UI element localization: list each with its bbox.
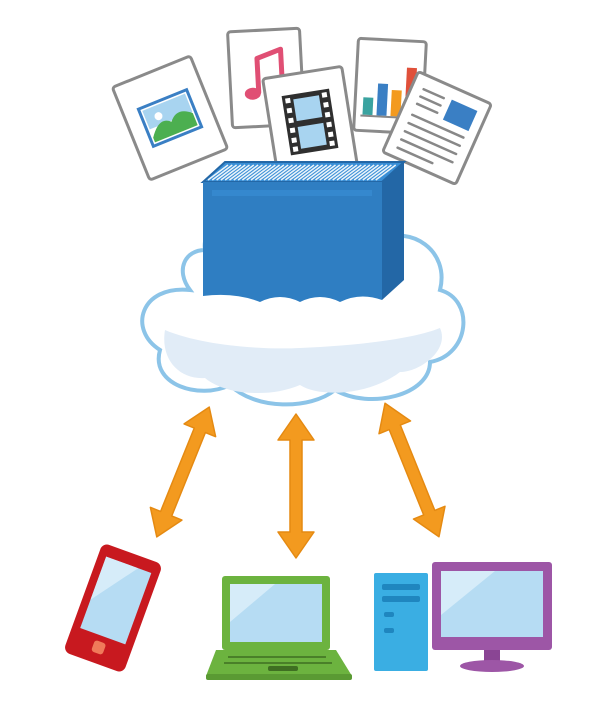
sync-arrows [149, 402, 446, 559]
laptop-icon [206, 576, 352, 680]
disk-stripe [263, 164, 285, 181]
disk-stripe [207, 164, 229, 181]
sync-arrow-center [277, 413, 315, 559]
storage-server [200, 161, 407, 302]
disk-stripe [315, 164, 336, 181]
disk-stripe [272, 164, 293, 181]
disk-stripe [327, 164, 349, 181]
sync-arrow-right [378, 402, 446, 538]
disk-stripe [229, 164, 250, 181]
desktop-pc-icon [374, 562, 552, 672]
disk-stripe [310, 164, 332, 181]
film-icon [281, 88, 339, 156]
disk-stripe [323, 164, 345, 181]
disk-stripe [237, 164, 259, 181]
newspaper-icon [396, 87, 478, 165]
disk-stripe [284, 164, 306, 181]
smartphone [65, 544, 161, 672]
video-document [261, 65, 359, 179]
disk-stripe [293, 164, 315, 181]
disk-stripe [276, 164, 298, 181]
disk-stripe [280, 164, 302, 181]
disk-stripe [319, 164, 341, 181]
disk-stripe [297, 164, 319, 181]
sync-arrow-left [149, 406, 217, 538]
disk-stripe [362, 164, 384, 181]
disk-stripe [345, 164, 367, 181]
news-document [382, 70, 492, 186]
chart-icon-bar [362, 97, 374, 116]
smartphone-icon [65, 544, 161, 672]
disk-stripe [375, 164, 397, 181]
disk-stripe [250, 164, 272, 181]
disk-stripe [336, 164, 358, 181]
disk-stripe [254, 164, 276, 181]
disk-stripe [220, 164, 242, 181]
disk-stripe [370, 164, 392, 181]
disk-stripe [306, 164, 328, 181]
disk-stripe [358, 164, 379, 181]
chart-icon-bar [390, 89, 402, 117]
disk-stripe [349, 164, 371, 181]
desktop-pc [374, 562, 552, 672]
disk-stripe [224, 164, 246, 181]
disk-stripe [211, 164, 233, 181]
disk-stripe [216, 164, 238, 181]
disk-stripe [366, 164, 388, 181]
disk-stripe [246, 164, 268, 181]
disk-stripe [233, 164, 255, 181]
disk-stripe [332, 164, 354, 181]
disk-stripe [353, 164, 375, 181]
disk-stripe [340, 164, 362, 181]
laptop [206, 576, 352, 680]
image-document [111, 55, 229, 181]
picture-icon [136, 87, 204, 149]
chart-icon-bar [376, 83, 389, 116]
disk-stripe [302, 164, 324, 181]
disk-stripe [289, 164, 311, 181]
disk-stripe [241, 164, 263, 181]
disk-stripe [267, 164, 289, 181]
disk-stripe [259, 164, 281, 181]
